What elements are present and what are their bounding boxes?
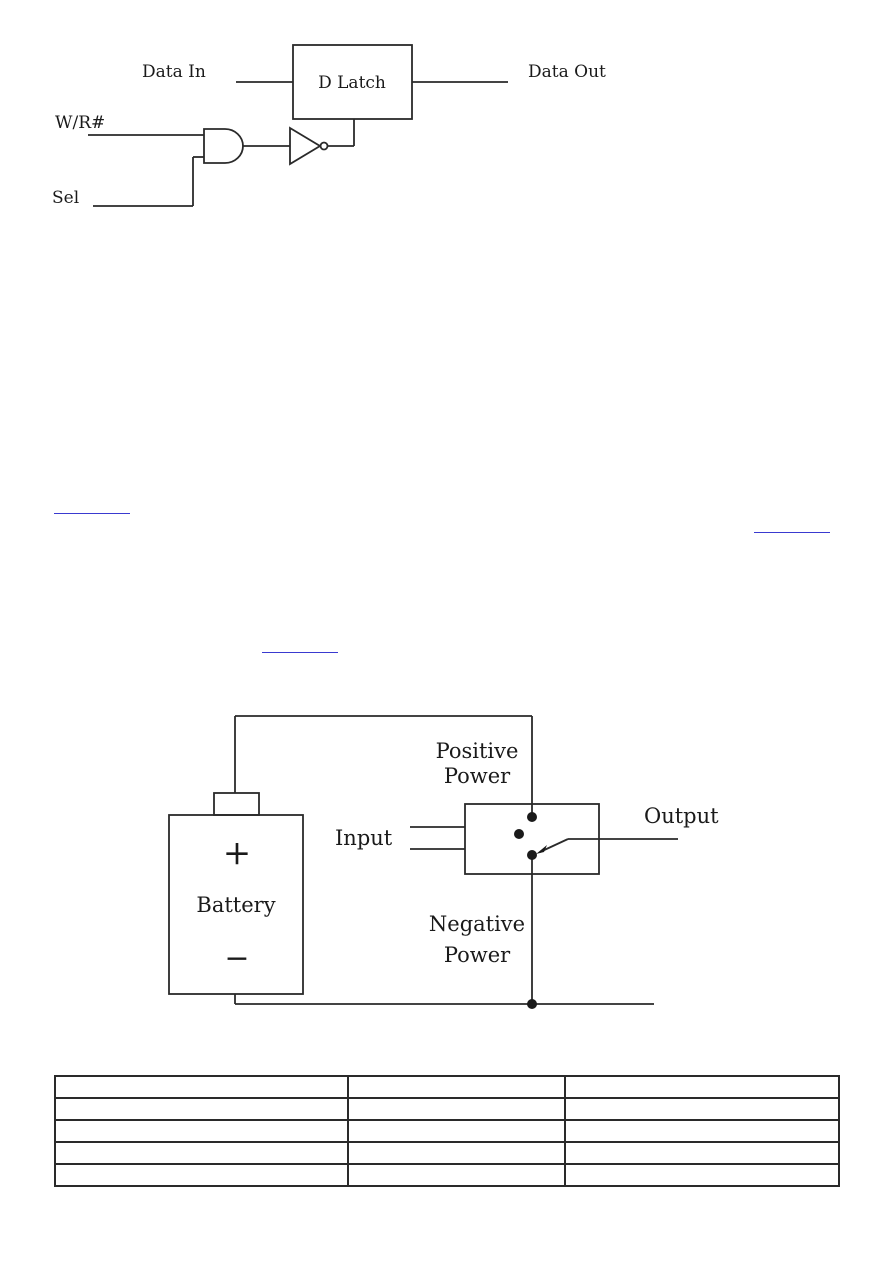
negative-power-label-2: Power xyxy=(444,943,511,967)
table-cell xyxy=(54,1141,349,1165)
table-cell xyxy=(54,1097,349,1121)
table-cell xyxy=(54,1075,349,1099)
table-cell xyxy=(54,1163,349,1187)
table-row xyxy=(54,1075,840,1099)
table-cell xyxy=(347,1119,566,1143)
table-cell xyxy=(54,1119,349,1143)
table-cell xyxy=(564,1119,840,1143)
table-cell xyxy=(347,1141,566,1165)
table-cell xyxy=(564,1075,840,1099)
table-cell xyxy=(347,1075,566,1099)
table-row xyxy=(54,1097,840,1121)
battery-label: Battery xyxy=(196,893,275,917)
table-cell xyxy=(347,1163,566,1187)
table-cell xyxy=(564,1163,840,1187)
wr-label: W/R# xyxy=(55,113,105,133)
link-2[interactable] xyxy=(754,532,830,533)
link-3[interactable] xyxy=(262,652,338,653)
table-cell xyxy=(564,1141,840,1165)
empty-table xyxy=(54,1075,840,1187)
battery-switch-diagram: Positive Power Output Input + Battery − … xyxy=(168,715,719,1009)
d-latch-diagram: Data In D Latch Data Out W/R# Sel xyxy=(52,44,606,208)
table-cell xyxy=(347,1097,566,1121)
positive-power-label-1: Positive xyxy=(436,739,519,763)
minus-sign: − xyxy=(224,941,249,976)
input-label: Input xyxy=(335,826,393,850)
table-row xyxy=(54,1141,840,1165)
sel-label: Sel xyxy=(52,188,79,208)
d-latch-label: D Latch xyxy=(318,73,386,93)
data-out-label: Data Out xyxy=(528,62,606,82)
table-cell xyxy=(564,1097,840,1121)
data-in-label: Data In xyxy=(142,62,206,82)
table-row xyxy=(54,1163,840,1187)
negative-power-label-1: Negative xyxy=(429,912,525,936)
output-label: Output xyxy=(644,804,719,828)
link-1[interactable] xyxy=(54,513,130,514)
positive-power-label-2: Power xyxy=(444,764,511,788)
plus-sign: + xyxy=(223,833,252,873)
table-row xyxy=(54,1119,840,1143)
